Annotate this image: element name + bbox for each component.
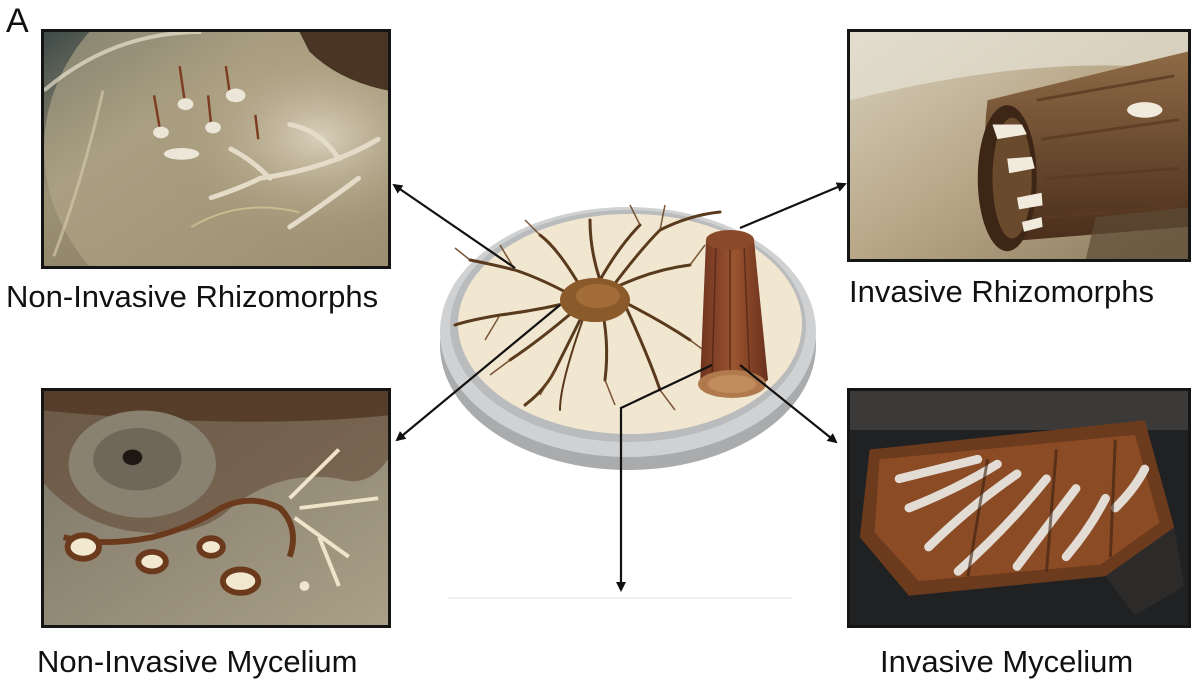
caption-invasive-mycelium: Invasive Mycelium (880, 644, 1133, 680)
petri-dish (440, 207, 816, 470)
photo-non-invasive-rhizomorphs (41, 29, 391, 269)
rhizomorph-network (455, 212, 720, 410)
caption-non-invasive-rhizomorphs: Non-Invasive Rhizomorphs (6, 279, 378, 315)
panel-letter: A (6, 2, 29, 41)
arrow-to-invasive-mycelium (740, 365, 836, 442)
caption-invasive-rhizomorphs: Invasive Rhizomorphs (849, 274, 1154, 310)
arrow-to-non-invasive-rhizomorphs (394, 185, 515, 268)
caption-non-invasive-mycelium: Non-Invasive Mycelium (37, 644, 357, 680)
arrows (394, 184, 845, 590)
photo-invasive-mycelium (847, 388, 1191, 628)
wood-piece (698, 230, 768, 398)
arrow-to-invasive-rhizomorphs (740, 184, 845, 228)
photo-non-invasive-mycelium (41, 388, 391, 628)
photo-invasive-rhizomorphs (847, 29, 1191, 262)
arrow-downward (621, 365, 712, 590)
arrow-to-non-invasive-mycelium (397, 305, 560, 440)
